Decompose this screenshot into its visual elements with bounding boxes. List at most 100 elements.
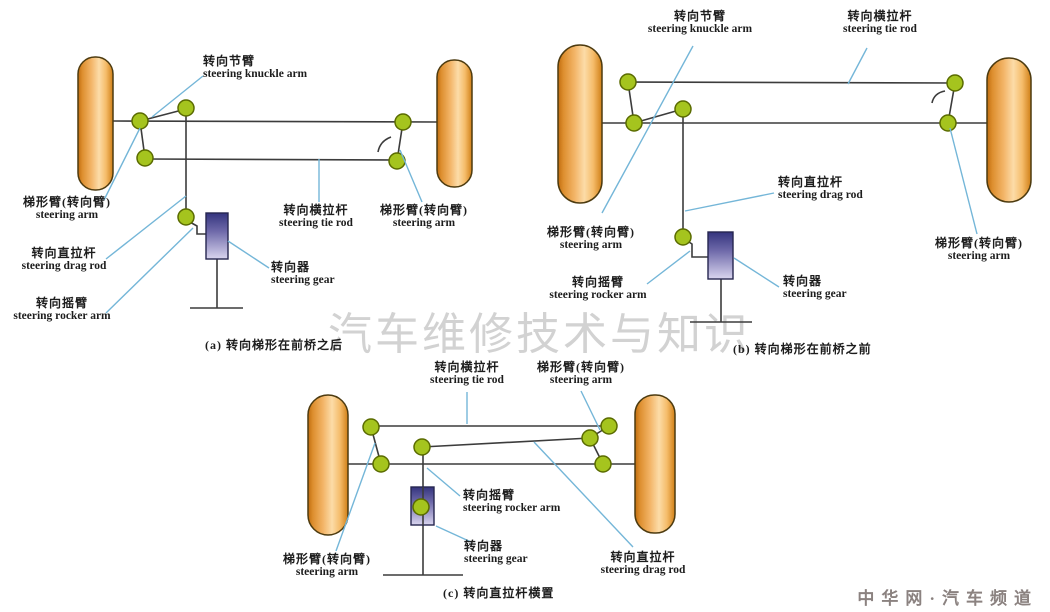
diagram-a [77, 56, 473, 314]
label-zh: 转向节臂 [203, 54, 256, 68]
joint [674, 100, 692, 118]
axle-a [112, 120, 438, 123]
label-zh: 转向横拉杆 [847, 9, 913, 23]
label-en: steering rocker arm [549, 289, 647, 302]
label-zh: 转向器 [464, 539, 504, 553]
label-en: steering drag rod [600, 564, 686, 577]
joints-a [131, 99, 412, 226]
label-zh: 转向直拉杆 [610, 550, 676, 564]
label-steering-arm-right-b: 梯形臂(转向臂) steering arm [935, 236, 1023, 263]
label-zh: 梯形臂(转向臂) [935, 236, 1023, 250]
joint [177, 208, 195, 226]
joint [939, 114, 957, 132]
label-steering-arm-left-b: 梯形臂(转向臂) steering arm [547, 225, 635, 252]
label-steering-arm-right-a: 梯形臂(转向臂) steering arm [380, 203, 468, 230]
label-steering-gear-a: 转向器 steering gear [271, 260, 335, 287]
joint [946, 74, 964, 92]
label-zh: 转向摇臂 [571, 275, 625, 289]
label-knuckle-arm-a: 转向节臂 steering knuckle arm [203, 54, 307, 81]
label-zh: 转向器 [783, 274, 823, 288]
label-en: steering tie rod [430, 374, 504, 387]
label-en: steering rocker arm [463, 502, 561, 515]
joints-b [619, 73, 964, 246]
label-steering-arm-left-a: 梯形臂(转向臂) steering arm [23, 195, 111, 222]
label-zh: 转向摇臂 [35, 296, 89, 310]
joint [413, 438, 431, 456]
label-rocker-arm-a: 转向摇臂 steering rocker arm [13, 296, 111, 323]
label-tie-rod-c: 转向横拉杆 steering tie rod [430, 360, 504, 387]
leader-lines-b [601, 45, 978, 288]
label-rocker-arm-c: 转向摇臂 steering rocker arm [463, 488, 561, 515]
center-watermark: 汽车维修技术与知识 [328, 310, 751, 359]
label-en: steering gear [783, 288, 847, 301]
label-drag-rod-b: 转向直拉杆 steering drag rod [778, 175, 863, 202]
wheel-right-c [634, 394, 676, 534]
joint [131, 112, 149, 130]
label-en: steering drag rod [21, 260, 107, 273]
joint [136, 149, 154, 167]
steering-gear-box-b [707, 231, 734, 280]
label-zh: 梯形臂(转向臂) [537, 360, 625, 374]
joint [177, 99, 195, 117]
angle-arc-b [931, 90, 946, 104]
leader-lines-a [103, 75, 423, 314]
gear-link-a [187, 220, 206, 235]
label-zh: 转向横拉杆 [283, 203, 349, 217]
label-zh: 转向摇臂 [463, 488, 516, 502]
label-en: steering arm [392, 217, 456, 230]
label-en: steering arm [35, 209, 99, 222]
label-zh: 转向直拉杆 [31, 246, 97, 260]
joint [362, 418, 380, 436]
label-tie-rod-b: 转向横拉杆 steering tie rod [843, 9, 917, 36]
leader-lines-c [335, 390, 634, 552]
caption-b: (b) 转向梯形在前桥之前 [733, 342, 872, 356]
joint [594, 455, 612, 473]
label-en: steering tie rod [843, 23, 917, 36]
wheel-left-b [557, 44, 603, 204]
joint [600, 417, 618, 435]
label-en: steering knuckle arm [647, 23, 753, 36]
joint [619, 73, 637, 91]
angle-arc-a [377, 136, 392, 153]
joint [412, 498, 430, 516]
diagram-b [557, 44, 1032, 323]
label-steering-arm-bottom-left-c: 梯形臂(转向臂) steering arm [283, 552, 371, 579]
caption-a: (a) 转向梯形在前桥之后 [205, 338, 343, 352]
label-en: steering arm [295, 566, 359, 579]
label-tie-rod-a: 转向横拉杆 steering tie rod [279, 203, 353, 230]
joints-c [362, 417, 618, 516]
diagram-c [307, 390, 676, 576]
wheel-right-b [986, 57, 1032, 203]
label-zh: 转向器 [271, 260, 311, 274]
tie-rod-a [144, 158, 399, 161]
label-drag-rod-c: 转向直拉杆 steering drag rod [600, 550, 686, 577]
label-en: steering arm [549, 374, 613, 387]
joint [674, 228, 692, 246]
label-steering-arm-top-c: 梯形臂(转向臂) steering arm [537, 360, 625, 387]
label-en: steering drag rod [778, 189, 863, 202]
label-zh: 转向节臂 [673, 9, 727, 23]
joint [394, 113, 412, 131]
label-en: steering arm [559, 239, 623, 252]
label-zh: 转向横拉杆 [434, 360, 500, 374]
wheel-left-c [307, 394, 349, 536]
label-zh: 梯形臂(转向臂) [23, 195, 111, 209]
label-zh: 梯形臂(转向臂) [380, 203, 468, 217]
tie-rod-b [627, 81, 956, 84]
bottom-right-watermark: 中华网·汽车频道 [857, 589, 1038, 608]
label-en: steering arm [947, 250, 1011, 263]
joint [372, 455, 390, 473]
label-en: steering gear [271, 274, 335, 287]
caption-c: (c) 转向直拉杆横置 [443, 586, 555, 600]
label-en: steering gear [464, 553, 528, 566]
wheel-right-a [436, 59, 473, 188]
label-zh: 转向直拉杆 [778, 175, 844, 189]
label-zh: 梯形臂(转向臂) [547, 225, 635, 239]
steering-gear-box-a [205, 212, 229, 260]
label-en: steering rocker arm [13, 310, 111, 323]
label-en: steering tie rod [279, 217, 353, 230]
label-steering-gear-c: 转向器 steering gear [464, 539, 528, 566]
label-steering-gear-b: 转向器 steering gear [783, 274, 847, 301]
